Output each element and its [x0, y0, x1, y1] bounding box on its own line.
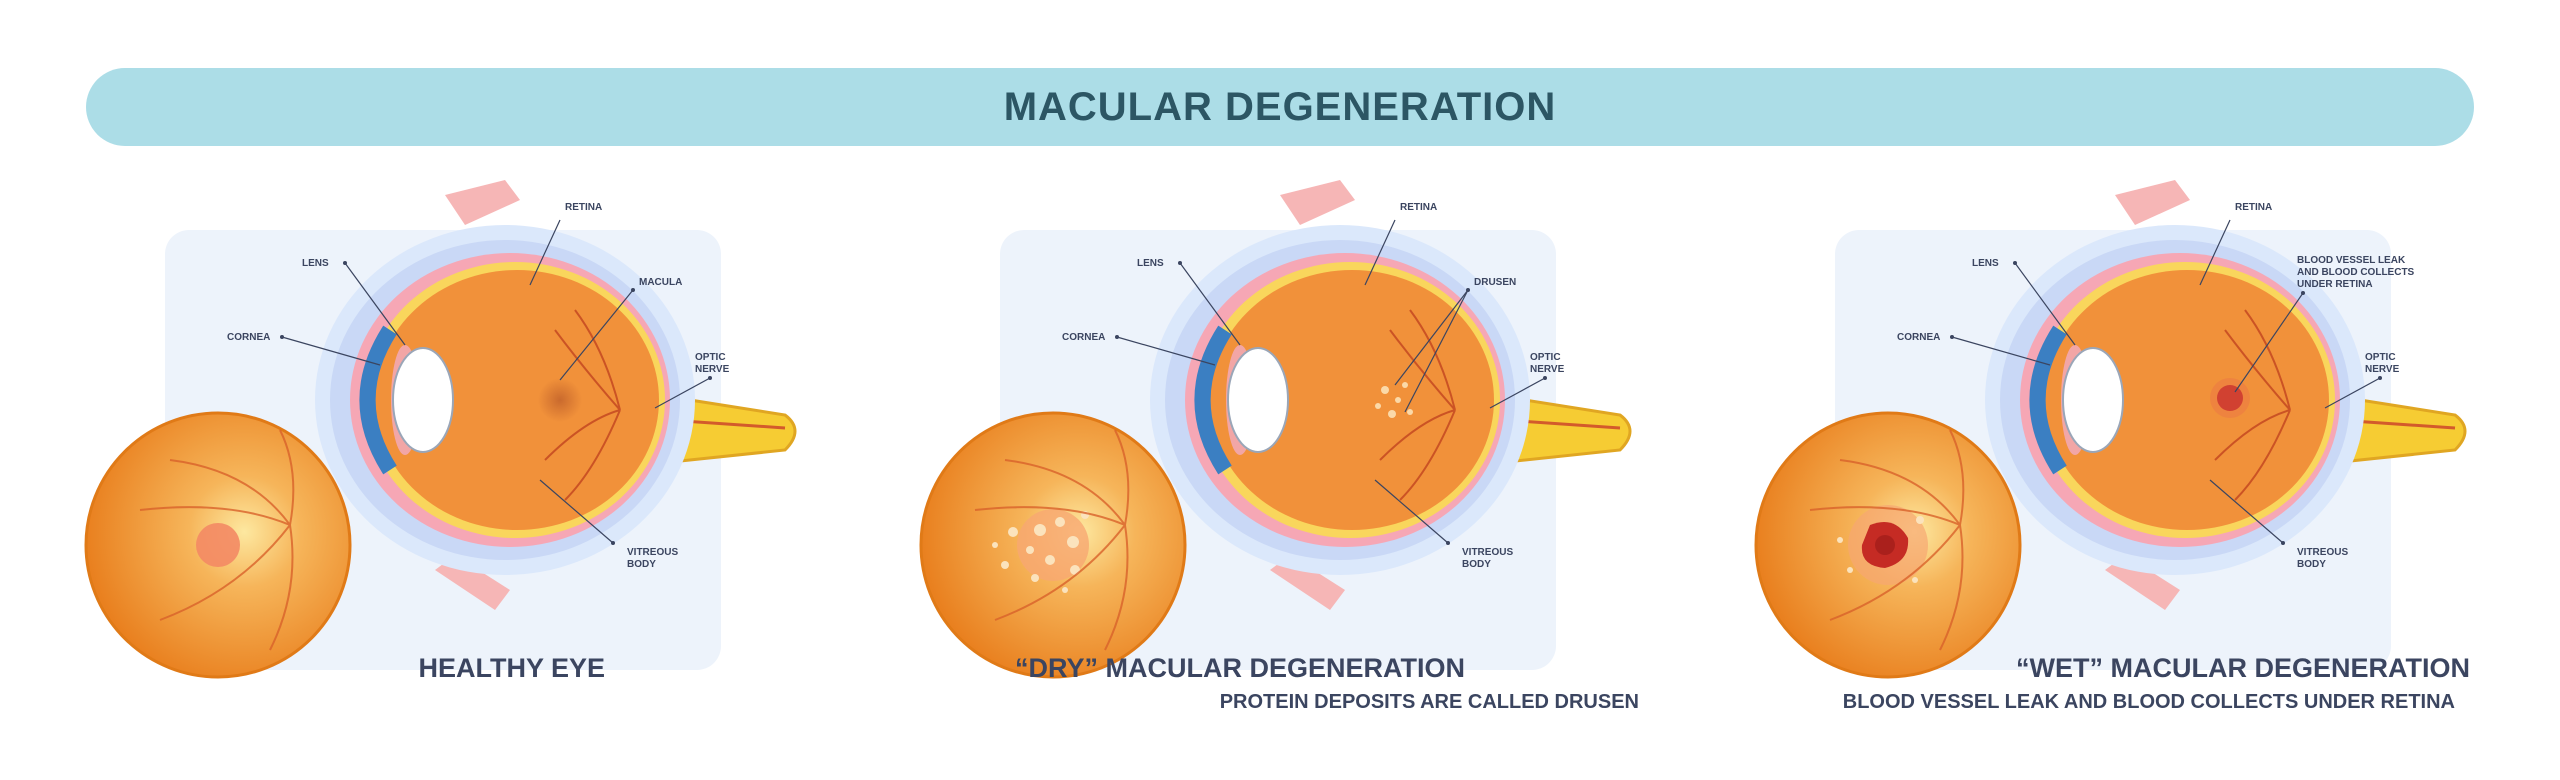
label-vitreous-2: BODY	[1462, 559, 1491, 570]
subheading-dry: PROTEIN DEPOSITS ARE CALLED DRUSEN	[1219, 691, 1639, 713]
title-banner: MACULAR DEGENERATION	[86, 68, 2474, 146]
label-vitreous-2: BODY	[627, 559, 656, 570]
label-retina: RETINA	[1400, 202, 1437, 213]
label-optic-2: NERVE	[695, 364, 730, 375]
wet-eye-illustration: RETINA LENS CORNEA BLOOD VESSEL LEAK AND…	[1754, 180, 2467, 679]
label-optic-1: OPTIC	[1530, 352, 1561, 363]
dry-eye-illustration: RETINA LENS CORNEA DRUSEN OPTIC NERVE VI…	[919, 180, 1632, 679]
label-vitreous-2: BODY	[2297, 559, 2326, 570]
subheading-wet: BLOOD VESSEL LEAK AND BLOOD COLLECTS UND…	[1842, 691, 2455, 713]
blood-leak	[2217, 385, 2243, 411]
lens	[2062, 347, 2124, 453]
label-vitreous-1: VITREOUS	[2297, 547, 2348, 558]
fundus-view	[919, 411, 1187, 679]
page-title: MACULAR DEGENERATION	[1003, 84, 1557, 129]
fundus-macula	[196, 523, 240, 567]
panel-healthy-eye: RETINA LENS CORNEA MACULA OPTIC NERVE VI…	[0, 170, 797, 730]
label-leak-2: AND BLOOD COLLECTS	[2297, 267, 2415, 278]
panel-dry-amd: RETINA LENS CORNEA DRUSEN OPTIC NERVE VI…	[835, 170, 1639, 730]
label-vitreous-1: VITREOUS	[627, 547, 678, 558]
label-lens: LENS	[1972, 258, 1999, 269]
lens	[1227, 347, 1289, 453]
heading-dry: “DRY” MACULAR DEGENERATION	[1015, 653, 1465, 683]
label-lens: LENS	[302, 258, 329, 269]
label-macula: MACULA	[639, 277, 682, 288]
label-vitreous-1: VITREOUS	[1462, 547, 1513, 558]
panel-wet-amd: RETINA LENS CORNEA BLOOD VESSEL LEAK AND…	[1670, 170, 2470, 730]
healthy-eye-illustration: RETINA LENS CORNEA MACULA OPTIC NERVE VI…	[84, 180, 797, 679]
label-optic-1: OPTIC	[2365, 352, 2396, 363]
drusen-deposits	[1375, 382, 1413, 418]
label-leak-3: UNDER RETINA	[2297, 279, 2373, 290]
eyeball	[2045, 270, 2329, 530]
cornea	[359, 325, 397, 475]
label-optic-2: NERVE	[1530, 364, 1565, 375]
eyeball	[375, 270, 659, 530]
eyeball	[1210, 270, 1494, 530]
label-optic-2: NERVE	[2365, 364, 2400, 375]
macula	[538, 378, 582, 422]
label-retina: RETINA	[2235, 202, 2272, 213]
label-retina: RETINA	[565, 202, 602, 213]
lower-muscle	[435, 555, 510, 610]
heading-wet: “WET” MACULAR DEGENERATION	[2016, 653, 2470, 683]
label-cornea: CORNEA	[227, 332, 270, 343]
fundus-view	[1754, 411, 2022, 679]
label-lens: LENS	[1137, 258, 1164, 269]
heading-healthy: HEALTHY EYE	[418, 653, 605, 683]
label-leak-1: BLOOD VESSEL LEAK	[2297, 255, 2406, 266]
fundus-drusen	[992, 511, 1089, 593]
label-optic-1: OPTIC	[695, 352, 726, 363]
lens	[392, 347, 454, 453]
label-drusen: DRUSEN	[1474, 277, 1516, 288]
upper-muscle	[445, 180, 520, 225]
label-cornea: CORNEA	[1062, 332, 1105, 343]
fundus-view	[84, 411, 352, 679]
label-cornea: CORNEA	[1897, 332, 1940, 343]
